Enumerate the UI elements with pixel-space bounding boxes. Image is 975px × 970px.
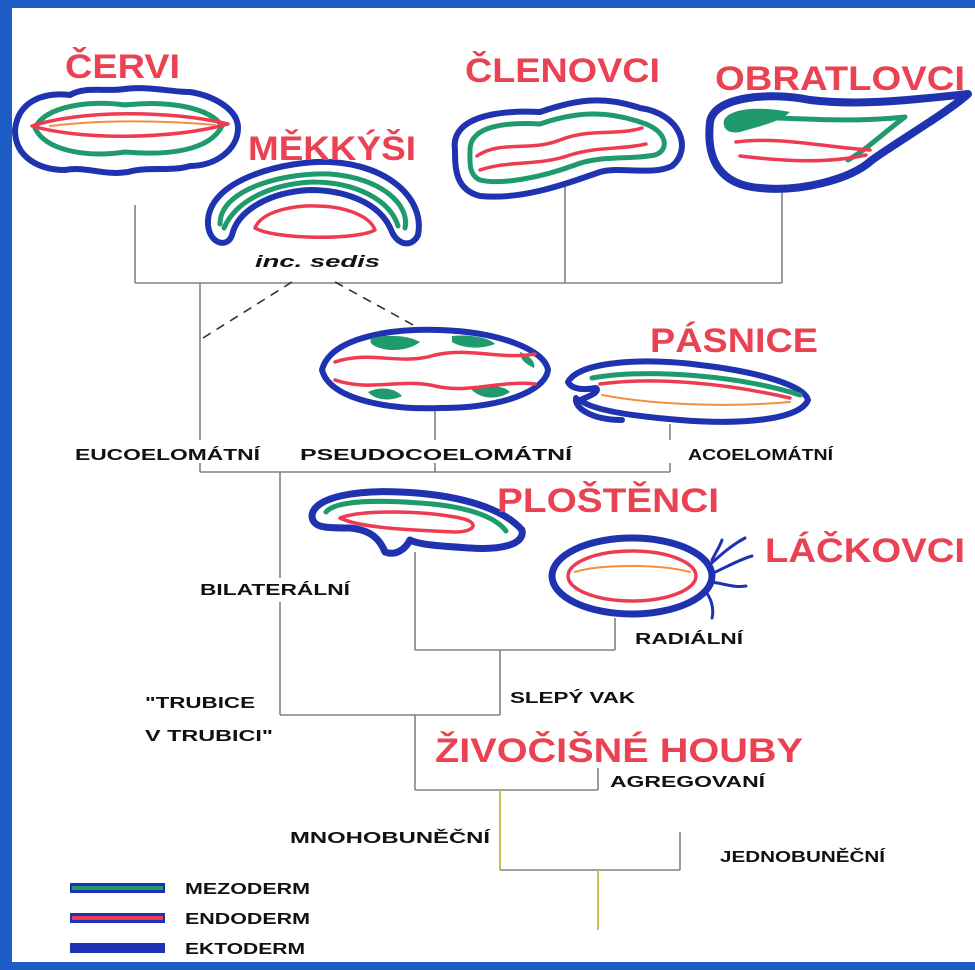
group-label-pasnice: PÁSNICE — [650, 322, 818, 360]
branch-label-pseudocoelomatni: PSEUDOCOELOMÁTNÍ — [300, 445, 573, 464]
group-label-houby: ŽIVOČIŠNÉ HOUBY — [435, 731, 803, 770]
plostenci-organism — [312, 492, 522, 554]
cervi-organism — [15, 88, 238, 173]
branch-label-agregovani: AGREGOVANÍ — [610, 772, 766, 791]
branch-label-trubice-1: "TRUBICE — [145, 695, 255, 712]
uncertain-branch-line — [203, 282, 292, 338]
branch-label-radialni: RADIÁLNÍ — [635, 629, 744, 648]
mekkysi-organism — [208, 162, 419, 244]
group-label-obratlovci: OBRATLOVCI — [715, 60, 965, 98]
legend-label-endoderm: ENDODERM — [185, 911, 310, 928]
branch-label-jednobunecni: JEDNOBUNĚČNÍ — [720, 847, 886, 866]
group-label-lackovci: LÁČKOVCI — [765, 531, 965, 570]
group-label-clenovci: ČLENOVCI — [465, 51, 660, 90]
branch-label-slepy-vak: SLEPÝ VAK — [510, 688, 636, 707]
branch-label-acoelomatni: ACOELOMÁTNÍ — [688, 445, 834, 464]
endoderm-layer — [255, 206, 375, 237]
tentacle — [706, 592, 713, 618]
ektoderm-layer — [568, 361, 808, 421]
legend-item-mezoderm: MEZODERM — [70, 881, 310, 898]
legend: MEZODERM ENDODERM EKTODERM — [70, 881, 310, 958]
ektoderm-layer — [322, 330, 548, 408]
lackovci-organism — [552, 538, 752, 618]
legend-label-ektoderm: EKTODERM — [185, 941, 305, 958]
group-label-plostenci: PLOŠTĚNCI — [497, 481, 719, 520]
branch-label-mnohobunecni: MNOHOBUNĚČNÍ — [290, 828, 491, 847]
group-label-cervi: ČERVI — [65, 47, 180, 86]
branch-label-eucoelomatni: EUCOELOMÁTNÍ — [75, 445, 261, 464]
legend-item-endoderm: ENDODERM — [70, 911, 310, 928]
legend-label-mezoderm: MEZODERM — [185, 881, 310, 898]
obratlovci-organism — [709, 94, 968, 189]
legend-swatch-ektoderm — [72, 946, 163, 950]
legend-item-ektoderm: EKTODERM — [70, 941, 305, 958]
branch-label-trubice-2: V TRUBICI" — [145, 728, 273, 745]
uncertain-branch-line — [335, 282, 415, 326]
clenovci-organism — [455, 100, 682, 196]
branch-label-inc-sedis: inc. sedis — [255, 252, 380, 271]
tentacle — [712, 582, 746, 587]
pasnice-organism — [568, 361, 808, 421]
legend-swatch-mezoderm — [72, 886, 163, 890]
branch-label-bilateralni: BILATERÁLNÍ — [200, 580, 351, 599]
pseudocoelomate-organism — [322, 330, 548, 408]
group-label-mekkysi: MĚKKÝŠI — [248, 129, 416, 168]
legend-swatch-endoderm — [72, 916, 163, 920]
